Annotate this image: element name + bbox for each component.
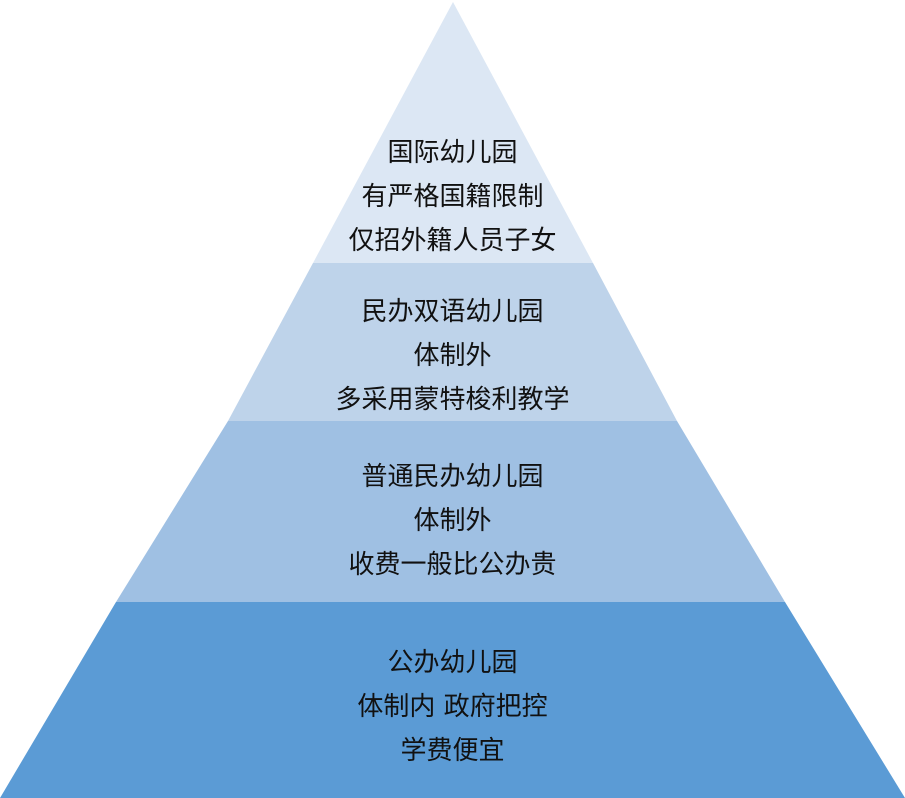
tier-private-bilingual-label: 民办双语幼儿园 体制外 多采用蒙特梭利教学 <box>0 290 905 422</box>
tier-public-shape <box>0 602 905 798</box>
tier-public-line-1: 公办幼儿园 <box>387 648 518 678</box>
tier-private-ordinary-line-1: 普通民办幼儿园 <box>361 462 544 492</box>
tier-private-ordinary-shape <box>116 421 785 602</box>
tier-private-bilingual-shape <box>228 263 677 421</box>
tier-private-ordinary-line-3: 收费一般比公办贵 <box>348 550 557 580</box>
tier-international-line-2: 有严格国籍限制 <box>361 182 544 212</box>
tier-international-shape <box>313 2 593 263</box>
tier-private-ordinary-label: 普通民办幼儿园 体制外 收费一般比公办贵 <box>0 455 905 587</box>
tier-private-bilingual-line-3: 多采用蒙特梭利教学 <box>335 385 570 415</box>
tier-public-line-2: 体制内 政府把控 <box>357 692 548 722</box>
tier-private-ordinary-line-2: 体制外 <box>413 506 492 536</box>
tier-private-bilingual-line-1: 民办双语幼儿园 <box>361 297 544 327</box>
tier-public-line-3: 学费便宜 <box>400 736 505 766</box>
tier-public-label: 公办幼儿园 体制内 政府把控 学费便宜 <box>0 641 905 773</box>
tier-international-line-3: 仅招外籍人员子女 <box>348 226 557 256</box>
tier-international-label: 国际幼儿园 有严格国籍限制 仅招外籍人员子女 <box>0 131 905 263</box>
tier-private-bilingual-line-2: 体制外 <box>413 341 492 371</box>
tier-international-line-1: 国际幼儿园 <box>387 138 518 168</box>
